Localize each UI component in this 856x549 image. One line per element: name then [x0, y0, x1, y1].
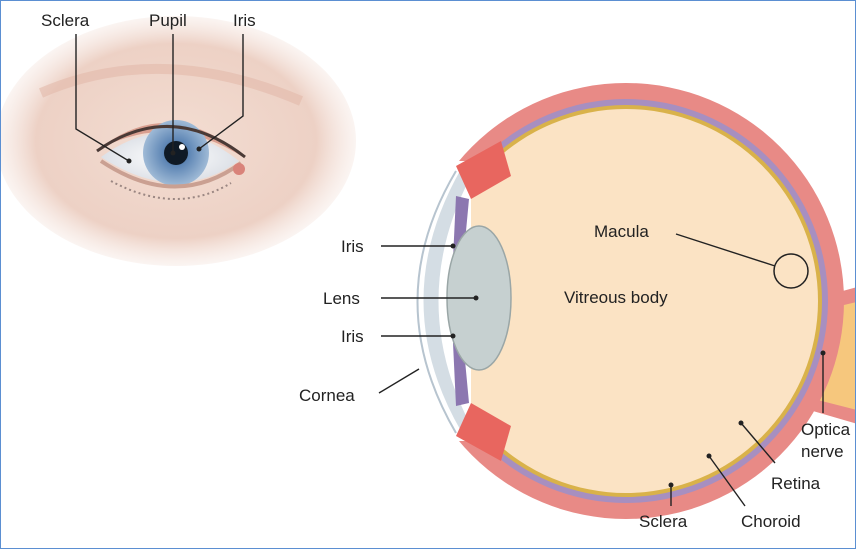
label-sclera-external: Sclera	[41, 11, 90, 30]
label-macula: Macula	[594, 222, 649, 241]
tear-duct	[233, 163, 245, 175]
label-iris-top: Iris	[341, 237, 364, 256]
label-optical-nerve-line2: nerve	[801, 442, 844, 461]
label-iris-bottom: Iris	[341, 327, 364, 346]
label-optical-nerve-line1: Optica	[801, 420, 851, 439]
label-retina: Retina	[771, 474, 821, 493]
external-eye-illustration	[1, 16, 356, 266]
pupil-external	[164, 141, 188, 165]
label-lens: Lens	[323, 289, 360, 308]
label-cornea: Cornea	[299, 386, 355, 405]
label-sclera-section: Sclera	[639, 512, 688, 531]
label-pupil-external: Pupil	[149, 11, 187, 30]
pupil-highlight	[179, 144, 185, 150]
label-iris-external: Iris	[233, 11, 256, 30]
label-choroid: Choroid	[741, 512, 801, 531]
label-vitreous-body: Vitreous body	[564, 288, 668, 307]
